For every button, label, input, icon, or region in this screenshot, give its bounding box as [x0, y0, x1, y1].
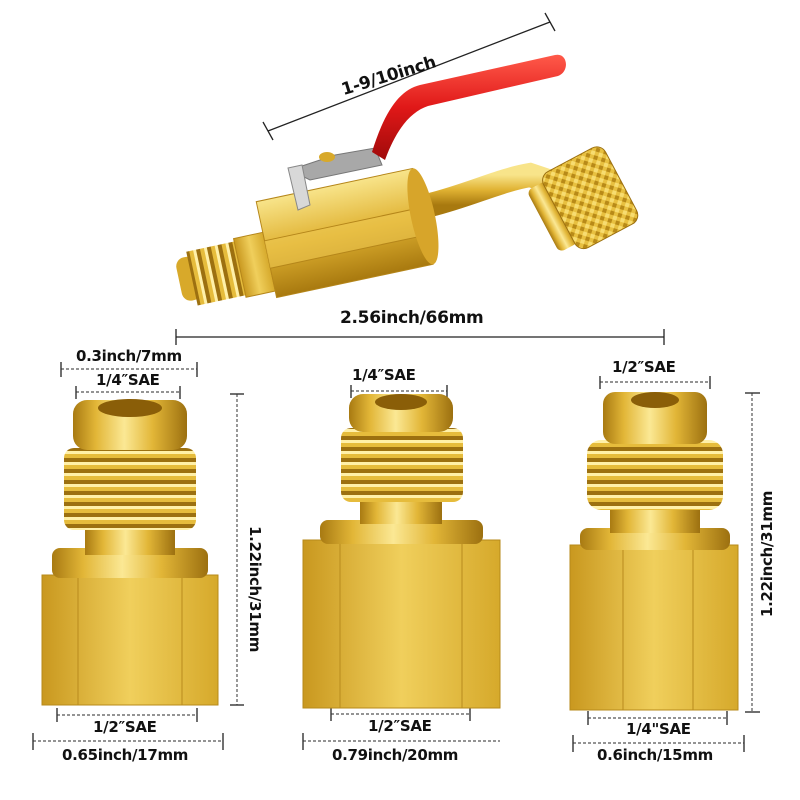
adapter-left-top-outer-label: 0.3inch/7mm — [76, 347, 182, 365]
dimension-end-ticks — [32, 362, 760, 752]
adapter-left-bottom-thread-label: 1/2″SAE — [93, 718, 157, 736]
adapter-left-height-label: 1.22inch/31mm — [246, 525, 264, 653]
adapter-middle-bottom-width-label: 0.79inch/20mm — [332, 746, 459, 764]
adapter-right-body — [569, 392, 739, 711]
valve-overall-length-label: 2.56inch/66mm — [340, 308, 484, 328]
adapter-left-body — [41, 399, 219, 706]
adapter-left-bottom-width-label: 0.65inch/17mm — [62, 746, 189, 764]
dimension-lines — [175, 12, 665, 345]
adapter-right-bottom-width-label: 0.6inch/15mm — [597, 746, 713, 764]
adapter-middle-top-thread-label: 1/4″SAE — [352, 366, 416, 384]
dashed-dimension-lines — [33, 368, 753, 744]
ball-valve — [176, 54, 639, 306]
adapter-right-height-label: 1.22inch/31mm — [758, 490, 776, 618]
adapter-middle-body — [302, 394, 501, 709]
adapter-left-top-thread-label: 1/4″SAE — [96, 371, 160, 389]
adapter-right-top-thread-label: 1/2″SAE — [612, 358, 676, 376]
adapter-middle-bottom-thread-label: 1/2″SAE — [368, 717, 432, 735]
adapter-right-bottom-thread-label: 1/4"SAE — [626, 720, 691, 738]
